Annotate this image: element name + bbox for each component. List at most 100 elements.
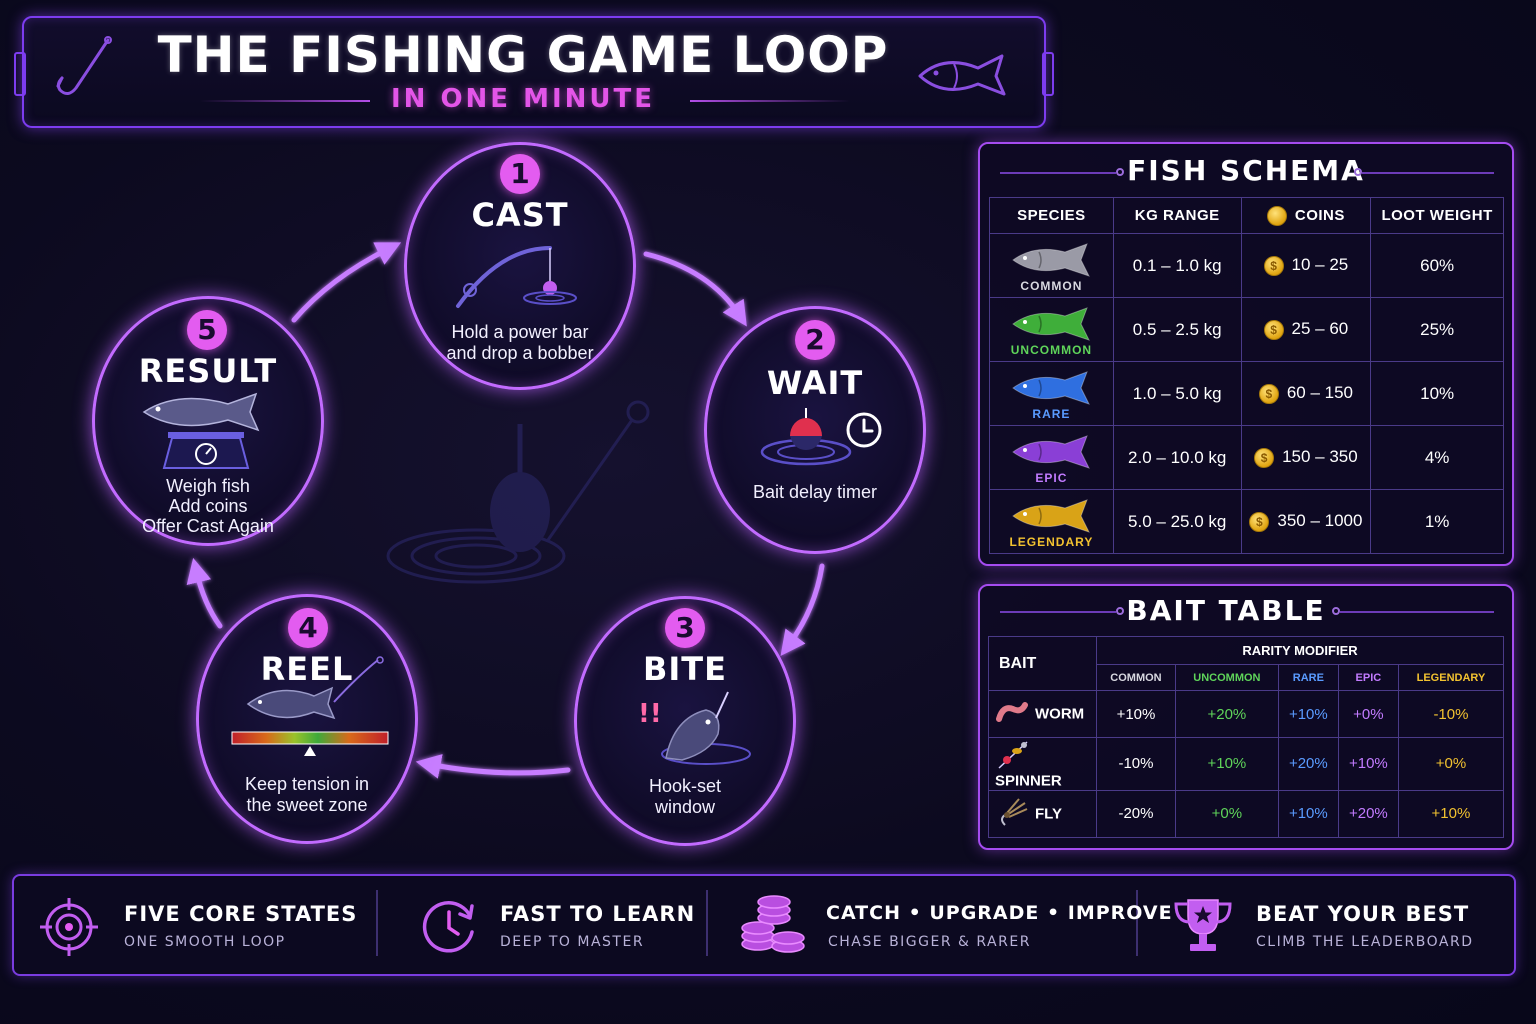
coin-icon: $ bbox=[1263, 255, 1284, 276]
title-banner bbox=[22, 16, 1046, 128]
page-title: THE FISHING GAME LOOP bbox=[157, 26, 889, 84]
modifier-cell: +20% bbox=[1337, 789, 1399, 838]
step-desc-line: window bbox=[654, 797, 716, 817]
modifier-cell: +10% bbox=[1096, 690, 1176, 738]
worm-icon bbox=[996, 702, 1028, 722]
step-desc-line: Bait delay timer bbox=[752, 482, 878, 502]
footer-divider bbox=[706, 890, 708, 956]
fishing-rod-icon bbox=[456, 246, 577, 308]
fish-icon bbox=[1012, 435, 1091, 469]
rarity-col-header: RARE bbox=[1277, 664, 1339, 691]
col-header-coins-label: COINS bbox=[1294, 206, 1345, 224]
loot-weight-cell: 4% bbox=[1370, 425, 1504, 490]
step-title-bite: BITE bbox=[643, 650, 727, 688]
fly-lure-icon bbox=[1001, 797, 1028, 826]
step-desc-line: Add coins bbox=[168, 496, 248, 516]
panel-title-line bbox=[1000, 611, 1116, 613]
banner-corner-left bbox=[14, 52, 26, 96]
panel-title-dot bbox=[1116, 168, 1124, 176]
loop-node-cast bbox=[404, 142, 636, 390]
step-desc-line: Weigh fish bbox=[166, 476, 250, 496]
rarity-col-header: LEGENDARY bbox=[1397, 664, 1505, 691]
table-header-row: SPECIES KG RANGE COINS LOOT WEIGHT bbox=[989, 197, 1504, 234]
footer-divider bbox=[376, 890, 378, 956]
modifier-cell: +20% bbox=[1174, 690, 1279, 738]
svg-text:!!: !! bbox=[638, 699, 662, 729]
step-desc-line: Offer Cast Again bbox=[142, 516, 274, 536]
step-desc-bite: Hook-set window bbox=[574, 776, 796, 818]
kg-range-cell: 0.5 – 2.5 kg bbox=[1112, 297, 1242, 362]
step-badge-3: 3 bbox=[665, 608, 705, 648]
coins-value: 10 – 25 bbox=[1291, 255, 1349, 275]
col-header-bait: BAIT bbox=[988, 636, 1097, 691]
col-header-rarity-modifier: RARITY MODIFIER bbox=[1096, 636, 1504, 665]
coin-icon: $ bbox=[1263, 319, 1284, 340]
coins-cell: $60 – 150 bbox=[1240, 361, 1372, 426]
step-title-wait: WAIT bbox=[766, 364, 864, 402]
feature-subtitle: CLIMB THE LEADERBOARD bbox=[1256, 934, 1474, 950]
step-desc-reel: Keep tension in the sweet zone bbox=[196, 774, 418, 816]
bait-table-title: BAIT TABLE bbox=[1126, 594, 1326, 627]
modifier-cell: +20% bbox=[1277, 737, 1339, 791]
modifier-cell: +10% bbox=[1277, 690, 1339, 738]
step-desc-line: the sweet zone bbox=[246, 795, 368, 815]
arrow-result-to-cast bbox=[291, 242, 402, 323]
modifier-cell: -10% bbox=[1096, 737, 1176, 791]
col-header-species: SPECIES bbox=[989, 197, 1114, 234]
center-bobber-illustration bbox=[386, 400, 650, 584]
step-desc-line: Hook-set bbox=[648, 776, 722, 796]
species-cell: EPIC bbox=[989, 425, 1114, 490]
step-desc-cast: Hold a power bar and drop a bobber bbox=[404, 322, 636, 364]
coin-icon: $ bbox=[1258, 383, 1279, 404]
modifier-cell: -20% bbox=[1096, 789, 1176, 838]
fish-icon bbox=[1012, 243, 1091, 277]
fish-icon bbox=[1012, 499, 1091, 533]
bait-name-cell: FLY bbox=[988, 789, 1097, 838]
table-row: LEGENDARY 5.0 – 25.0 kg $350 – 1000 1% bbox=[989, 489, 1504, 554]
rarity-col-header: UNCOMMON bbox=[1174, 664, 1279, 691]
panel-title-line bbox=[1362, 172, 1494, 174]
step-title-result: RESULT bbox=[138, 352, 278, 390]
species-label: LEGENDARY bbox=[1009, 535, 1094, 549]
page-subtitle: IN ONE MINUTE bbox=[390, 84, 656, 114]
kg-range-cell: 5.0 – 25.0 kg bbox=[1112, 489, 1242, 554]
fishing-hook-icon bbox=[56, 36, 112, 95]
species-label: RARE bbox=[1032, 407, 1071, 421]
bait-name-cell: WORM bbox=[988, 690, 1097, 738]
fish-schema-title: FISH SCHEMA bbox=[1127, 154, 1365, 187]
arrow-cast-to-wait bbox=[643, 251, 747, 327]
col-header-kg-range: KG RANGE bbox=[1112, 197, 1242, 234]
panel-title-dot bbox=[1116, 607, 1124, 615]
kg-range-cell: 0.1 – 1.0 kg bbox=[1112, 233, 1242, 298]
feature-title: CATCH • UPGRADE • IMPROVE bbox=[826, 902, 1173, 924]
step-title-cast: CAST bbox=[471, 196, 569, 234]
table-row: FLY-20%+0%+10%+20%+10% bbox=[988, 789, 1505, 838]
rarity-col-header: COMMON bbox=[1096, 664, 1176, 691]
coins-value: 25 – 60 bbox=[1291, 319, 1349, 339]
subtitle-line-right bbox=[690, 100, 850, 102]
fish-bite-icon: !! bbox=[638, 691, 751, 765]
target-icon bbox=[40, 898, 98, 956]
table-header-row: BAIT RARITY MODIFIER bbox=[988, 636, 1504, 691]
panel-title-line bbox=[1000, 172, 1116, 174]
coin-icon: $ bbox=[1249, 511, 1270, 532]
col-header-loot-weight: LOOT WEIGHT bbox=[1370, 197, 1504, 234]
coins-value: 350 – 1000 bbox=[1277, 511, 1363, 531]
species-label: EPIC bbox=[1035, 471, 1068, 485]
step-desc-line: Hold a power bar bbox=[451, 322, 589, 342]
step-desc-wait: Bait delay timer bbox=[704, 482, 926, 503]
loop-arrows bbox=[186, 242, 825, 779]
bobber-timer-icon bbox=[760, 408, 882, 466]
modifier-cell: -10% bbox=[1397, 690, 1505, 738]
table-row: SPINNER-10%+10%+20%+10%+0% bbox=[988, 737, 1505, 791]
bait-label: FLY bbox=[1035, 805, 1062, 823]
coins-cell: $150 – 350 bbox=[1240, 425, 1372, 490]
coins-cell: $25 – 60 bbox=[1240, 297, 1372, 362]
fish-icon bbox=[1012, 307, 1091, 341]
loot-weight-cell: 1% bbox=[1370, 489, 1504, 554]
fish-schema-table: SPECIES KG RANGE COINS LOOT WEIGHT COMMO… bbox=[989, 197, 1504, 554]
spinner-lure-icon bbox=[998, 741, 1028, 769]
species-cell: COMMON bbox=[989, 233, 1114, 298]
